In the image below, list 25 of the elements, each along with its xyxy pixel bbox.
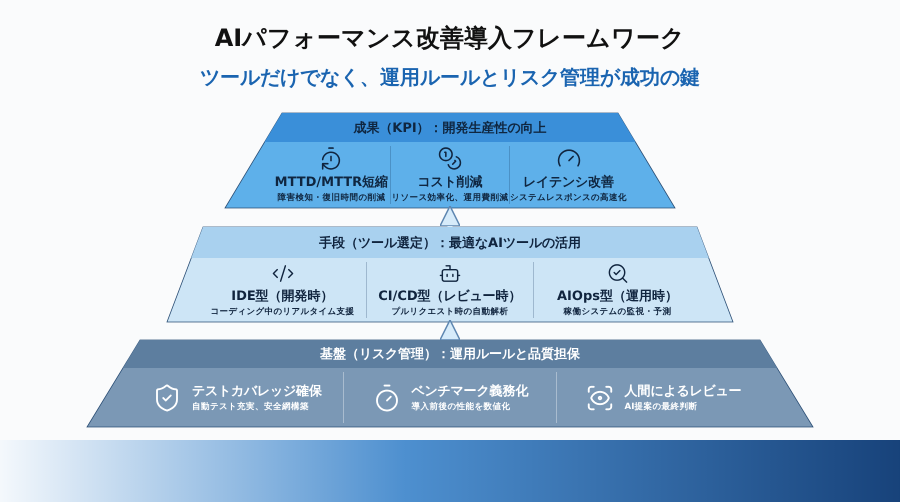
tier-heading: 手段（ツール選定）：最適なAIツールの活用 (318, 234, 582, 252)
item-title: レイテンシ改善 (523, 174, 614, 191)
item-description: コーディング中のリアルタイム支援 (210, 306, 354, 318)
item-title: MTTD/MTTR短縮 (274, 174, 388, 191)
item-description: AI提案の最終判断 (624, 401, 698, 413)
item-title: テストカバレッジ確保 (192, 383, 322, 400)
up-arrow (439, 319, 461, 341)
item-description: 稼働システムの監視・予測 (564, 306, 672, 318)
subtitle: ツールだけでなく、運用ルールとリスク管理が成功の鍵 (199, 64, 701, 91)
item-description: 導入前後の性能を数値化 (412, 401, 510, 413)
item-description: 自動テスト充実、安全網構築 (192, 401, 309, 413)
item-title: 人間によるレビュー (624, 383, 742, 400)
up-arrow (439, 205, 461, 227)
item-title: IDE型（開発時） (231, 288, 334, 305)
item-title: コスト削減 (418, 174, 482, 191)
item-title: AIOps型（運用時） (557, 288, 678, 305)
item-description: リソース効率化、運用費削減 (392, 192, 508, 204)
title: AIパフォーマンス改善導入フレームワーク (214, 23, 686, 54)
item-title: ベンチマーク義務化 (412, 383, 528, 400)
tier-heading: 基盤（リスク管理）：運用ルールと品質担保 (319, 346, 581, 364)
item-title: CI/CD型（レビュー時） (378, 288, 522, 305)
item-description: システムレスポンスの高速化 (510, 192, 628, 204)
item-description: プルリクエスト時の自動解析 (392, 306, 508, 318)
item-description: 障害検知・復旧時間の削減 (277, 192, 386, 204)
tier-heading: 成果（KPI）：開発生産性の向上 (352, 120, 548, 138)
